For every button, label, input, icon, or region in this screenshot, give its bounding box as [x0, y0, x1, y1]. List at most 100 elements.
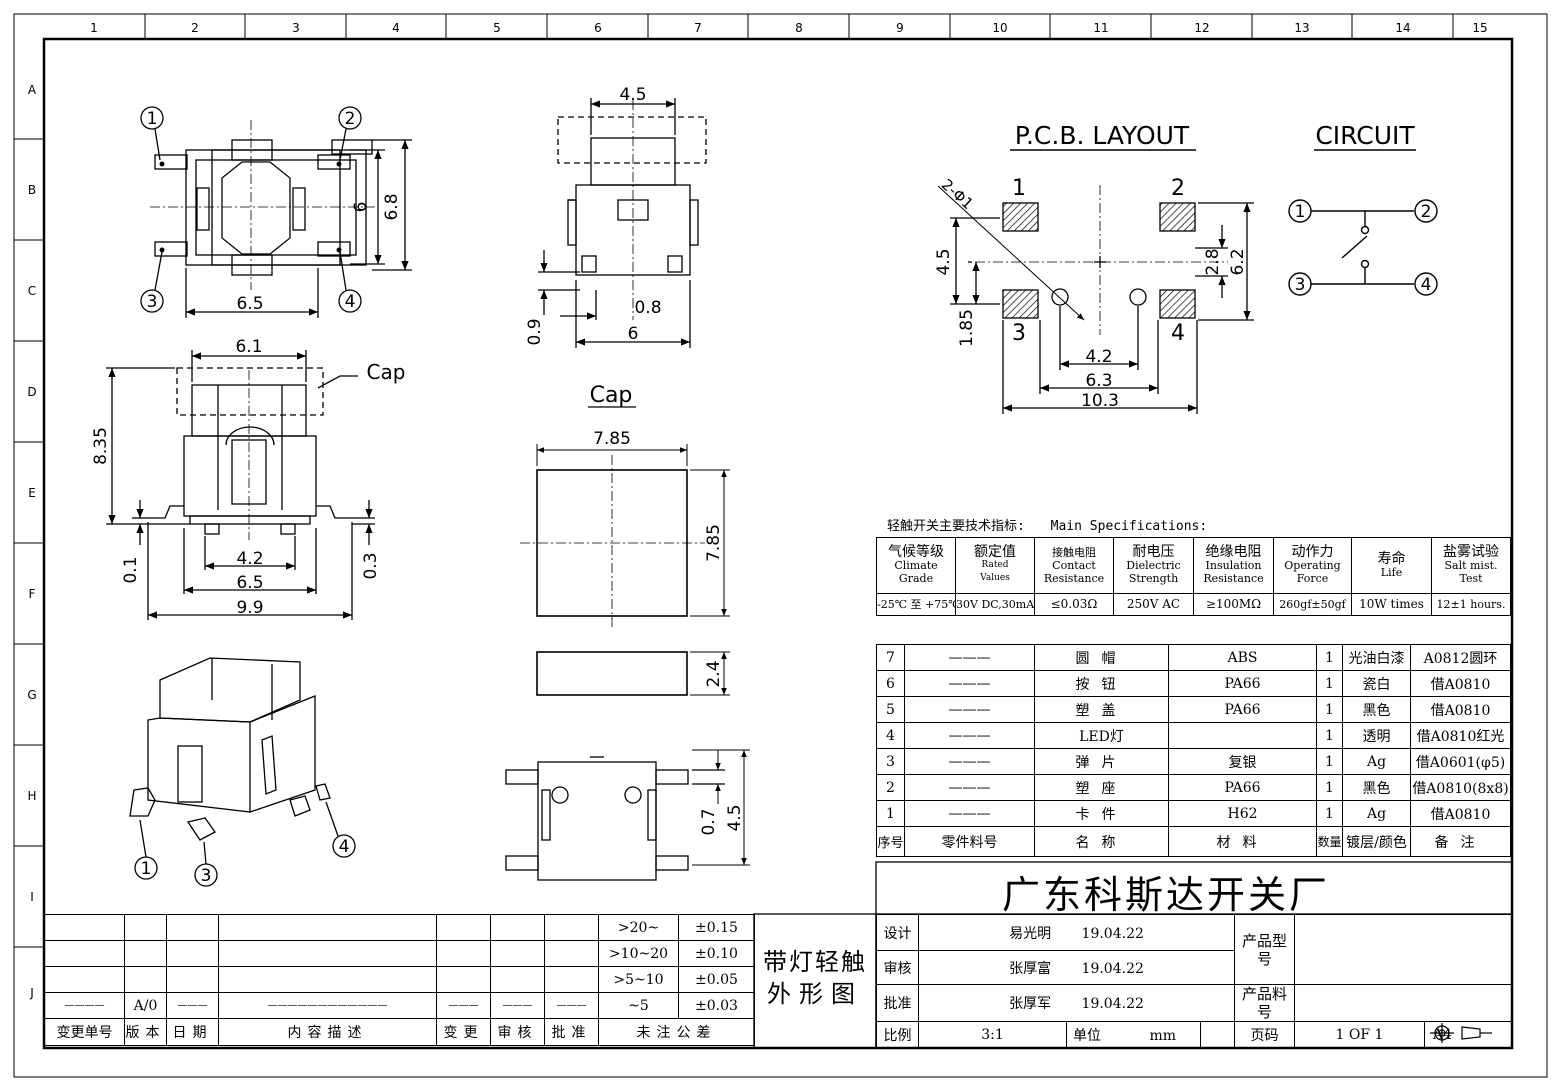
part-qty: 1	[1316, 696, 1343, 723]
svg-text:6.8: 6.8	[382, 193, 402, 220]
part-material: PA66	[1168, 696, 1317, 723]
svg-text:0.1: 0.1	[121, 556, 141, 583]
design-date: 19.04.22	[1081, 925, 1144, 942]
tolerance-range: >20~	[598, 914, 679, 941]
spec-value: -25℃ 至 +75℃	[876, 593, 956, 616]
parts-header-material: 材料	[1168, 826, 1317, 857]
tolerance-range: ~5	[598, 992, 679, 1019]
part-finish: Ag	[1342, 748, 1411, 775]
parts-header-finish: 镀层/颜色	[1342, 826, 1411, 857]
svg-text:I: I	[30, 890, 34, 904]
svg-text:J: J	[29, 986, 34, 1000]
part-name: 按钮	[1034, 670, 1169, 697]
tolerance-value: ±0.10	[678, 940, 755, 967]
svg-text:4.5: 4.5	[725, 804, 745, 831]
revision-description: ————————————	[218, 992, 437, 1019]
approval-row-approve: 批准 张厚军 19.04.22 产品料号	[876, 984, 1514, 1022]
svg-text:2: 2	[1171, 176, 1185, 201]
specs-value-row: -25℃ 至 +75℃ 30V DC,30mA ≤0.03Ω 250V AC ≥…	[876, 593, 1511, 616]
specs-title: 轻触开关主要技术指标: Main Specifications:	[887, 515, 1207, 534]
side-view	[538, 98, 707, 348]
svg-text:5: 5	[493, 21, 501, 35]
svg-text:14: 14	[1395, 21, 1410, 35]
svg-text:Cap: Cap	[367, 360, 406, 384]
specs-title-en: Main Specifications:	[1050, 519, 1208, 534]
part-code: ———	[904, 670, 1035, 697]
svg-text:9: 9	[896, 21, 904, 35]
revision-change: ———	[436, 992, 491, 1019]
grid-row-labels: AB CD EF GH IJ	[27, 83, 37, 1000]
svg-text:1: 1	[147, 109, 158, 129]
part-material: PA66	[1168, 774, 1317, 801]
svg-text:3: 3	[147, 292, 158, 312]
spec-value: 250V AC	[1113, 593, 1194, 616]
part-code: ———	[904, 722, 1035, 749]
part-no: 2	[876, 774, 905, 801]
part-no: 5	[876, 696, 905, 723]
header-approve: 批准	[544, 1018, 599, 1046]
approve-date: 19.04.22	[1081, 996, 1144, 1012]
svg-text:4: 4	[1421, 275, 1432, 295]
check-signoff: 张厚富 19.04.22	[918, 950, 1235, 985]
svg-text:P.C.B. LAYOUT: P.C.B. LAYOUT	[1015, 121, 1190, 150]
svg-text:Cap: Cap	[590, 383, 633, 408]
svg-text:2: 2	[345, 109, 356, 129]
side-view-labels: 4.5 0.8 6 0.9	[525, 85, 662, 346]
svg-text:4.5: 4.5	[619, 85, 646, 105]
part-note: 借A0810	[1410, 696, 1511, 723]
svg-text:0.8: 0.8	[634, 298, 661, 318]
svg-text:6: 6	[351, 202, 371, 213]
svg-text:4: 4	[339, 837, 350, 857]
revision-block: >20~ ±0.15 >10~20 ±0.10 >5~10 ±0.05 ————…	[44, 914, 755, 1046]
scale-value: 3:1	[918, 1021, 1067, 1049]
model-label: 产品型号	[1234, 914, 1295, 985]
specs-title-zh: 轻触开关主要技术指标:	[887, 519, 1025, 534]
tolerance-value: ±0.15	[678, 914, 755, 941]
svg-text:0.7: 0.7	[699, 808, 719, 835]
svg-text:3: 3	[1012, 321, 1026, 346]
svg-text:1.85: 1.85	[957, 309, 977, 347]
svg-text:15: 15	[1472, 21, 1487, 35]
svg-text:6.5: 6.5	[236, 573, 263, 593]
svg-text:H: H	[27, 789, 36, 803]
paper-size: A4	[1423, 1021, 1514, 1049]
top-view	[140, 106, 412, 318]
svg-text:11: 11	[1093, 21, 1108, 35]
unit-label: 单位	[1073, 1028, 1101, 1044]
revision-order-no: ————	[44, 992, 125, 1019]
pcb-layout	[937, 185, 1254, 414]
revision-header-row: 变更单号 版本 日期 内容描述 变更 审核 批准 未注公差	[44, 1018, 755, 1046]
pcb-labels: P.C.B. LAYOUT 2-Φ1 1 2 3 4 4.5 1.85 2.8 …	[934, 121, 1248, 411]
design-name: 易光明	[1009, 925, 1052, 942]
iso-view	[129, 657, 356, 887]
spec-value: 30V DC,30mA	[955, 593, 1035, 616]
part-code: ———	[904, 748, 1035, 775]
svg-text:C: C	[28, 284, 36, 298]
header-version: 版本	[124, 1018, 167, 1046]
part-no: 7	[876, 644, 905, 671]
part-code: ———	[904, 696, 1035, 723]
part-name: 圆帽	[1034, 644, 1169, 671]
revision-check: ———	[490, 992, 545, 1019]
revision-row: >5~10 ±0.05	[44, 966, 755, 993]
model-value	[1293, 914, 1514, 985]
svg-text:4.2: 4.2	[1085, 347, 1112, 367]
svg-text:F: F	[29, 587, 36, 601]
part-material: H62	[1168, 800, 1317, 827]
svg-text:2-Φ1: 2-Φ1	[938, 175, 977, 213]
header-check: 审核	[490, 1018, 545, 1046]
part-code: ———	[904, 644, 1035, 671]
svg-text:2: 2	[191, 21, 199, 35]
svg-text:G: G	[27, 688, 36, 702]
part-name: 塑座	[1034, 774, 1169, 801]
svg-text:CIRCUIT: CIRCUIT	[1315, 121, 1415, 150]
